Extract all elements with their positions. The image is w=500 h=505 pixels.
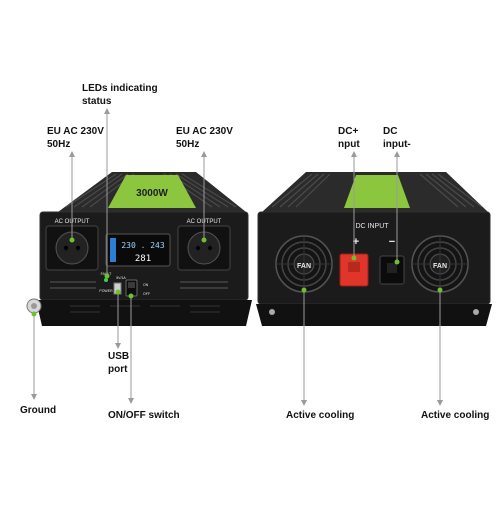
left-ac-socket-pin: [63, 245, 69, 251]
rear-heatsink-fins: [271, 173, 483, 208]
callout-dc-minus: DC input-: [383, 126, 411, 150]
right-fan-label: FAN: [433, 263, 447, 270]
power-led: [104, 278, 108, 282]
right-ac-socket-pin: [207, 245, 213, 251]
callout-dc-plus: DC+ nput: [338, 126, 360, 150]
dc-plus-sign: +: [353, 236, 359, 248]
switch-off-label: OFF: [143, 292, 150, 296]
callout-leds: LEDs indicating status: [82, 83, 158, 107]
front-base: [36, 300, 252, 326]
front-unit: 3000W AC OUTPUT AC OUTPUT 230 . 243 281 …: [26, 172, 252, 326]
dc-input-label: DC INPUT: [355, 223, 389, 230]
dc-minus-sign: −: [389, 236, 395, 248]
callout-arrowheads: [31, 108, 443, 406]
rear-foot-screw: [473, 309, 479, 315]
rear-foot-screw: [269, 309, 275, 315]
lcd-display: [105, 233, 171, 267]
front-vents: [50, 281, 228, 289]
callout-lines: [33, 110, 441, 404]
ground-terminal-nut: [31, 303, 37, 309]
dc-minus-terminal: [379, 255, 405, 285]
left-fan: [275, 235, 333, 293]
rear-unit: FAN FAN DC INPUT + −: [256, 172, 492, 326]
rear-sticker: [344, 175, 410, 208]
front-base-vents: [70, 305, 220, 313]
callout-endpoints: [31, 237, 443, 317]
callout-eu-left: EU AC 230V 50Hz: [47, 126, 104, 150]
front-sticker-text: 3000W: [136, 188, 168, 199]
usb-port-label: 5V/1A: [116, 276, 126, 280]
right-ac-socket-pin: [195, 245, 201, 251]
lcd-indicator-bar: [110, 238, 116, 262]
right-fan: [411, 235, 469, 293]
callout-usb: USB port: [108, 351, 130, 375]
switch-on-label: ON: [143, 283, 149, 287]
lcd-top-readout: 230 . 243: [121, 241, 165, 250]
power-led-label: POWER: [99, 289, 113, 293]
callout-cool-left: Active cooling: [286, 410, 355, 421]
left-ac-socket-pin: [75, 245, 81, 251]
callout-cool-right: Active cooling: [421, 410, 490, 421]
rear-base: [256, 304, 492, 326]
callout-onoff: ON/OFF switch: [108, 410, 180, 421]
onoff-switch-rocker: [128, 282, 135, 288]
callout-eu-right: EU AC 230V 50Hz: [176, 126, 233, 150]
left-fan-label: FAN: [297, 263, 311, 270]
front-sticker: [108, 175, 196, 208]
lcd-bottom-readout: 281: [135, 254, 151, 264]
callout-ground: Ground: [20, 405, 57, 416]
